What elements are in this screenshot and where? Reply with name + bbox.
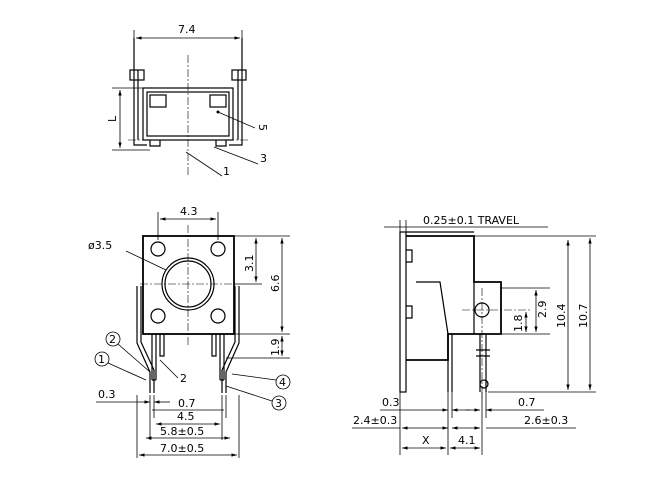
side-dim-2-9-label: 2.9 [536,301,549,319]
front-view: 4.3 ø3.5 3.1 6.6 [88,205,291,458]
front-callout-2: 2 [180,372,187,385]
top-view: 7.4 L 5 3 1 [106,23,269,178]
pin-circle-3: 3 [275,397,282,410]
front-body [142,235,235,335]
side-dim-10-7-label: 10.7 [577,304,590,329]
side-view: 0.25±0.1 TRAVEL 2.9 1.8 10.4 1 [352,214,596,455]
side-dim-10-4-label: 10.4 [555,304,568,329]
front-dim-0-3-label: 0.3 [98,388,116,401]
front-diameter-label: ø3.5 [88,239,112,252]
side-dim-x-label: X [422,434,430,447]
side-dim-0-3-label: 0.3 [382,396,400,409]
front-dim-6-6-label: 6.6 [269,275,282,293]
front-dim-4-5-label: 4.5 [177,410,195,423]
top-callout-3: 3 [260,152,267,165]
front-dim-3-1-label: 3.1 [243,255,256,273]
top-height-label: L [106,115,119,122]
top-callout-5: 5 [256,124,269,131]
side-dim-2-6-label: 2.6±0.3 [524,414,568,427]
front-pitch-label: 4.3 [180,205,198,218]
side-dim-2-4-label: 2.4±0.3 [353,414,397,427]
side-dim-4-1-label: 4.1 [458,434,476,447]
top-width-label: 7.4 [178,23,196,36]
pin-circle-4: 4 [279,376,286,389]
side-dim-1-8-label: 1.8 [512,315,525,333]
top-callout-1: 1 [223,165,230,178]
front-dim-5-8-label: 5.8±0.5 [160,425,204,438]
front-dim-7-0-label: 7.0±0.5 [160,442,204,455]
side-body [406,235,502,361]
side-dim-0-7-label: 0.7 [518,396,536,409]
pin-circle-2: 2 [109,333,116,346]
front-dim-0-7-label: 0.7 [178,397,196,410]
side-travel-label: 0.25±0.1 TRAVEL [423,214,520,227]
pin-circle-1: 1 [98,353,105,366]
front-dim-1-9-label: 1.9 [269,339,282,357]
side-plunger [399,231,407,393]
